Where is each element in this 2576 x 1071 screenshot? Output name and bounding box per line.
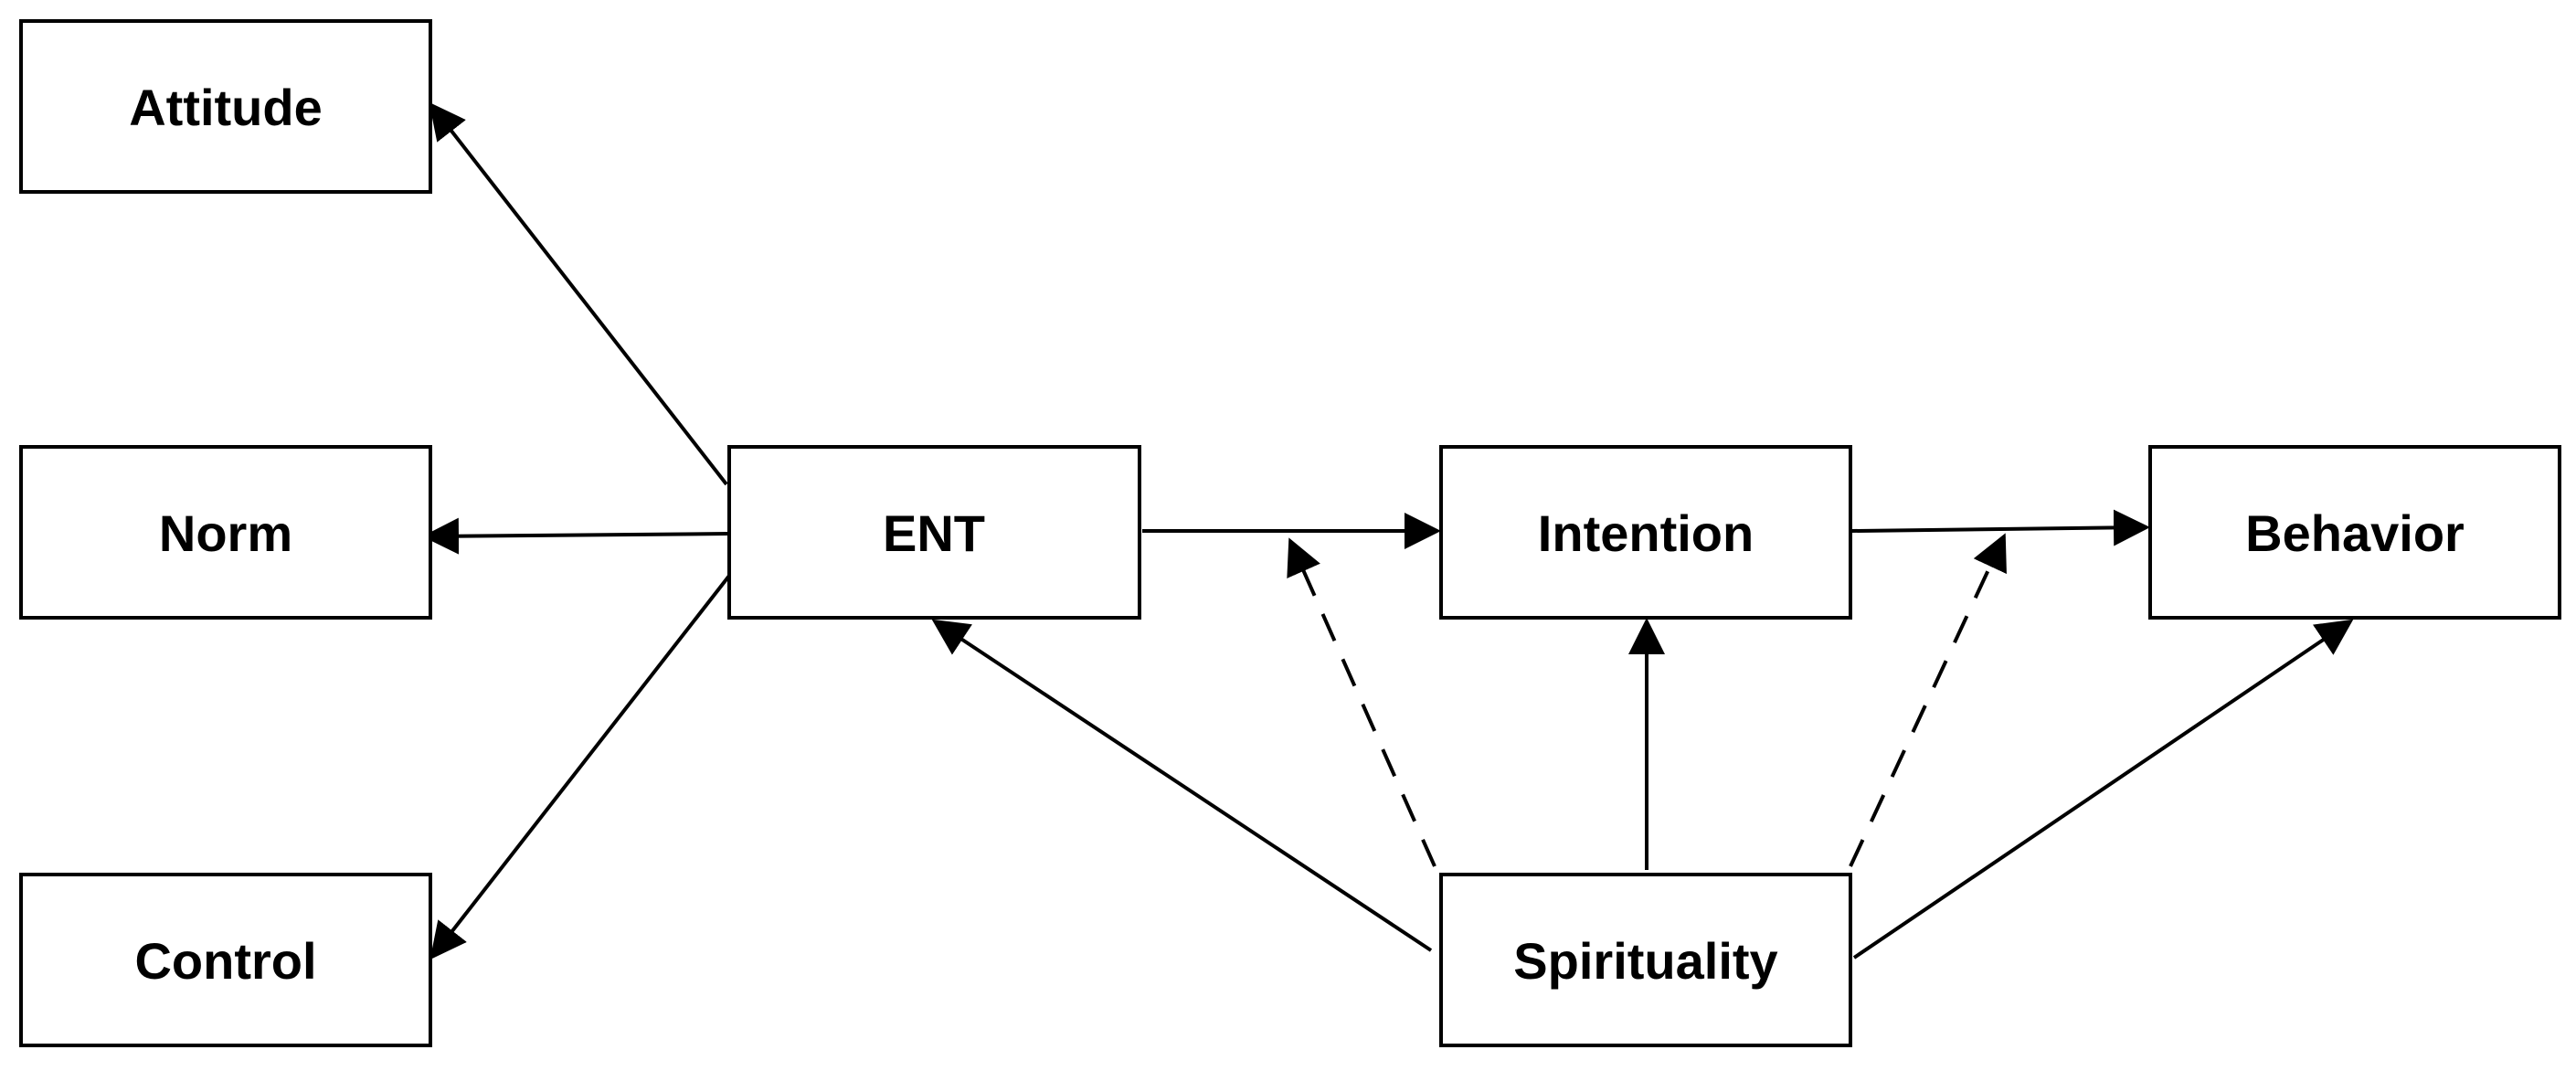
edge-ent-to-control xyxy=(429,574,731,960)
node-spirituality: Spirituality xyxy=(1439,873,1852,1047)
edge-spirituality-to-behavior xyxy=(1852,619,2354,960)
node-attitude: Attitude xyxy=(19,19,432,194)
node-behavior: Behavior xyxy=(2148,445,2561,620)
node-ent-label: ENT xyxy=(883,504,985,562)
edge-ent-to-norm xyxy=(422,517,730,555)
edges xyxy=(422,101,2354,960)
node-control: Control xyxy=(19,873,432,1047)
node-norm-label: Norm xyxy=(159,504,292,562)
node-intention-label: Intention xyxy=(1538,504,1754,562)
edge-intention-to-behavior xyxy=(1851,509,2150,546)
edge-spirituality-to-ent xyxy=(931,619,1433,952)
node-norm: Norm xyxy=(19,445,432,620)
edge-spirituality-moderates-ent-intention xyxy=(1287,537,1436,867)
node-behavior-label: Behavior xyxy=(2245,504,2465,562)
node-intention: Intention xyxy=(1439,445,1852,620)
node-ent: ENT xyxy=(727,445,1141,620)
node-control-label: Control xyxy=(134,932,316,990)
edge-ent-to-attitude xyxy=(429,101,728,486)
edge-spirituality-moderates-intention-behavior xyxy=(1849,533,2007,867)
node-attitude-label: Attitude xyxy=(129,79,323,136)
node-spirituality-label: Spirituality xyxy=(1513,932,1777,990)
